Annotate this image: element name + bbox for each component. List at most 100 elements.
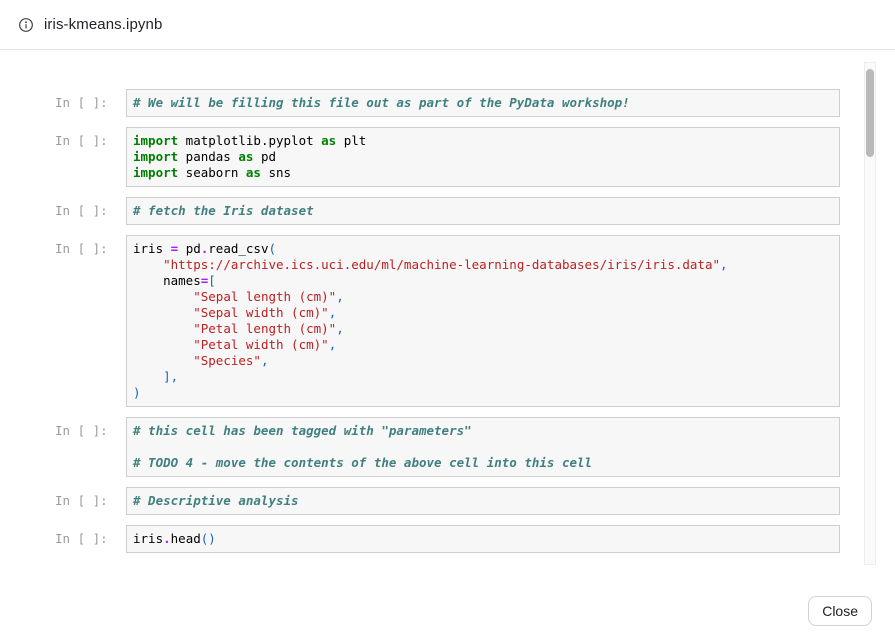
code-line: "Petal width (cm)", <box>133 337 833 353</box>
code-line: iris.head() <box>133 531 833 547</box>
code-token: , <box>260 353 269 368</box>
close-button[interactable]: Close <box>808 596 872 626</box>
code-token <box>133 369 163 384</box>
code-token: read_csv <box>208 241 269 256</box>
code-token <box>133 257 163 272</box>
code-token: seaborn <box>178 165 246 180</box>
code-token: # Descriptive analysis <box>133 493 299 508</box>
code-token: head <box>170 531 201 546</box>
cell-input-area: # Descriptive analysis <box>126 487 840 515</box>
dialog-header: iris-kmeans.ipynb <box>0 0 895 50</box>
code-line: iris = pd.read_csv( <box>133 241 833 257</box>
code-token: [ <box>208 273 216 288</box>
code-token: , <box>336 289 344 304</box>
cell-prompt: In [ ]: <box>55 531 108 546</box>
code-token: ], <box>163 369 179 384</box>
notebook-cell: In [ ]: iris = pd.read_csv( "https://arch… <box>55 235 895 407</box>
code-token: () <box>200 531 216 546</box>
code-token: sns <box>260 165 292 180</box>
code-token: ( <box>268 241 277 256</box>
code-token: iris <box>133 531 164 546</box>
code-token: . <box>200 241 209 256</box>
code-token <box>133 353 193 368</box>
code-token: "Petal width (cm)" <box>193 337 329 352</box>
code-token: names <box>133 273 201 288</box>
code-line: ) <box>133 385 833 401</box>
code-line: # TODO 4 - move the contents of the abov… <box>133 455 833 471</box>
code-line: names=[ <box>133 273 833 289</box>
code-line: # Descriptive analysis <box>133 493 833 509</box>
dialog-footer: Close <box>0 583 895 643</box>
code-token: import <box>133 165 179 180</box>
code-token <box>133 305 193 320</box>
code-token: = <box>200 273 209 288</box>
code-line: import pandas as pd <box>133 149 833 165</box>
code-token: "Sepal width (cm)" <box>193 305 329 320</box>
notebook-cell: In [ ]: iris.head() <box>55 525 895 553</box>
notebook-cell: In [ ]: # We will be filling this file ou… <box>55 89 895 117</box>
code-line: ], <box>133 369 833 385</box>
notebook-filename: iris-kmeans.ipynb <box>44 16 163 33</box>
code-line: "https://archive.ics.uci.edu/ml/machine-… <box>133 257 833 273</box>
cell-prompt: In [ ]: <box>55 133 108 148</box>
code-token: , <box>336 321 344 336</box>
cell-input-area: iris = pd.read_csv( "https://archive.ics… <box>126 235 840 407</box>
cell-input-area: # fetch the Iris dataset <box>126 197 840 225</box>
code-token <box>133 289 193 304</box>
cell-prompt: In [ ]: <box>55 423 108 438</box>
notebook-viewer[interactable]: In [ ]: # We will be filling this file ou… <box>0 51 895 583</box>
code-line <box>133 439 833 455</box>
code-token: "Petal length (cm)" <box>193 321 337 336</box>
code-line: "Species", <box>133 353 833 369</box>
code-line: import matplotlib.pyplot as plt <box>133 133 833 149</box>
code-line: import seaborn as sns <box>133 165 833 181</box>
cell-prompt: In [ ]: <box>55 95 108 110</box>
scrollbar-track[interactable] <box>864 62 876 565</box>
cell-input-area: iris.head() <box>126 525 840 553</box>
cell-prompt: In [ ]: <box>55 241 108 256</box>
code-token: pd <box>253 149 277 164</box>
code-token: # this cell has been tagged with "parame… <box>133 423 472 438</box>
code-token: pandas <box>178 149 239 164</box>
code-token: ) <box>133 385 141 400</box>
code-token: # TODO 4 - move the contents of the abov… <box>133 455 593 470</box>
code-token: , <box>328 305 337 320</box>
notebook-cell: In [ ]: # Descriptive analysis <box>55 487 895 515</box>
code-token: , <box>720 257 728 272</box>
code-token: matplotlib.pyplot <box>178 133 322 148</box>
code-token <box>133 337 193 352</box>
code-line: "Sepal length (cm)", <box>133 289 833 305</box>
code-token: # We will be filling this file out as pa… <box>133 95 630 110</box>
cell-input-area: # this cell has been tagged with "parame… <box>126 417 840 477</box>
cell-prompt: In [ ]: <box>55 493 108 508</box>
code-token: pd <box>178 241 201 256</box>
code-token: import <box>133 133 179 148</box>
cell-input-area: # We will be filling this file out as pa… <box>126 89 840 117</box>
code-token: "Species" <box>193 353 261 368</box>
code-token: iris <box>133 241 171 256</box>
code-token: as <box>238 149 254 164</box>
code-token: as <box>245 165 261 180</box>
notebook-cell: In [ ]: # fetch the Iris dataset <box>55 197 895 225</box>
code-line: # this cell has been tagged with "parame… <box>133 423 833 439</box>
code-token: , <box>328 337 337 352</box>
notebook-cells: In [ ]: # We will be filling this file ou… <box>0 51 895 553</box>
code-token: plt <box>336 133 367 148</box>
code-token: "https://archive.ics.uci.edu/ml/machine-… <box>163 257 721 272</box>
code-line: # We will be filling this file out as pa… <box>133 95 833 111</box>
code-token: "Sepal length (cm)" <box>193 289 337 304</box>
info-icon <box>19 17 33 32</box>
cell-prompt: In [ ]: <box>55 203 108 218</box>
code-token: # fetch the Iris dataset <box>133 203 314 218</box>
code-token: = <box>170 241 179 256</box>
scrollbar-thumb[interactable] <box>866 69 874 157</box>
code-token: import <box>133 149 179 164</box>
code-token: . <box>163 531 171 546</box>
code-token <box>133 321 193 336</box>
code-token: as <box>321 133 337 148</box>
notebook-cell: In [ ]: # this cell has been tagged with … <box>55 417 895 477</box>
code-line: "Sepal width (cm)", <box>133 305 833 321</box>
code-line: "Petal length (cm)", <box>133 321 833 337</box>
